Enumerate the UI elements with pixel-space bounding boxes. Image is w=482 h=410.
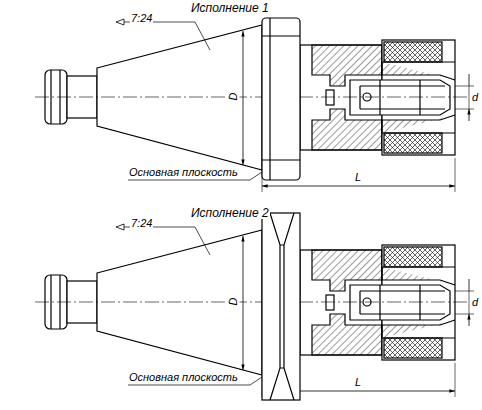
version-title: Исполнение 1	[190, 2, 270, 14]
dimension-d: d	[471, 92, 479, 103]
taper-ratio: 7:24	[130, 218, 153, 229]
base-plane-note: Основная плоскость	[128, 372, 239, 383]
taper-ratio: 7:24	[130, 13, 153, 24]
dimension-D: D	[228, 92, 239, 102]
base-plane-note: Основная плоскость	[128, 167, 239, 178]
dimension-d: d	[471, 297, 479, 308]
dimension-D: D	[228, 297, 239, 307]
version-title: Исполнение 2	[190, 207, 270, 219]
dimension-L: L	[354, 377, 362, 388]
dimension-L: L	[354, 172, 362, 183]
